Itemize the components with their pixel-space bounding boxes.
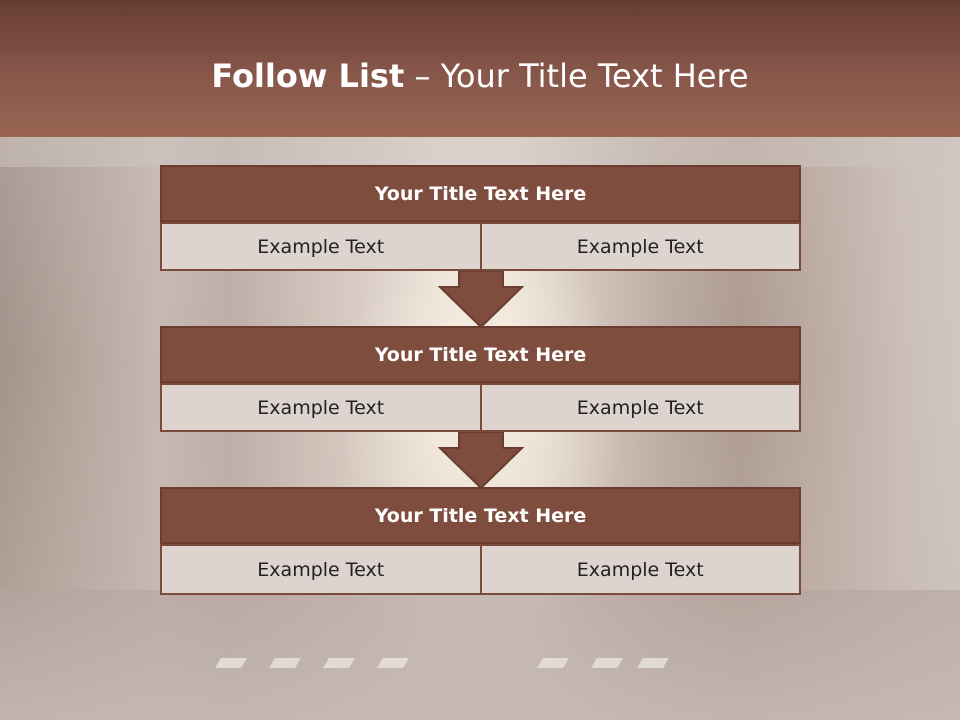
down-arrow-icon [438,271,524,329]
step-cell-left: Example Text [160,383,482,432]
step-cell-left: Example Text [160,544,482,595]
step-row: Example Text Example Text [160,222,801,271]
step-row: Example Text Example Text [160,544,801,595]
page-title: Follow List – Your Title Text Here [0,54,960,98]
background-road [0,590,960,720]
page-title-rest: – Your Title Text Here [404,57,749,95]
step-cell-left: Example Text [160,222,482,271]
step-block-1: Your Title Text Here Example Text Exampl… [160,165,801,271]
step-cell-right: Example Text [481,544,801,595]
page-title-bold: Follow List [211,57,405,95]
step-title: Your Title Text Here [160,165,801,222]
header-band [0,0,960,137]
step-block-3: Your Title Text Here Example Text Exampl… [160,487,801,595]
step-cell-right: Example Text [481,222,801,271]
down-arrow-icon [438,432,524,490]
header-fade [0,137,960,167]
step-title: Your Title Text Here [160,487,801,544]
step-title: Your Title Text Here [160,326,801,383]
step-row: Example Text Example Text [160,383,801,432]
step-block-2: Your Title Text Here Example Text Exampl… [160,326,801,432]
step-cell-right: Example Text [481,383,801,432]
